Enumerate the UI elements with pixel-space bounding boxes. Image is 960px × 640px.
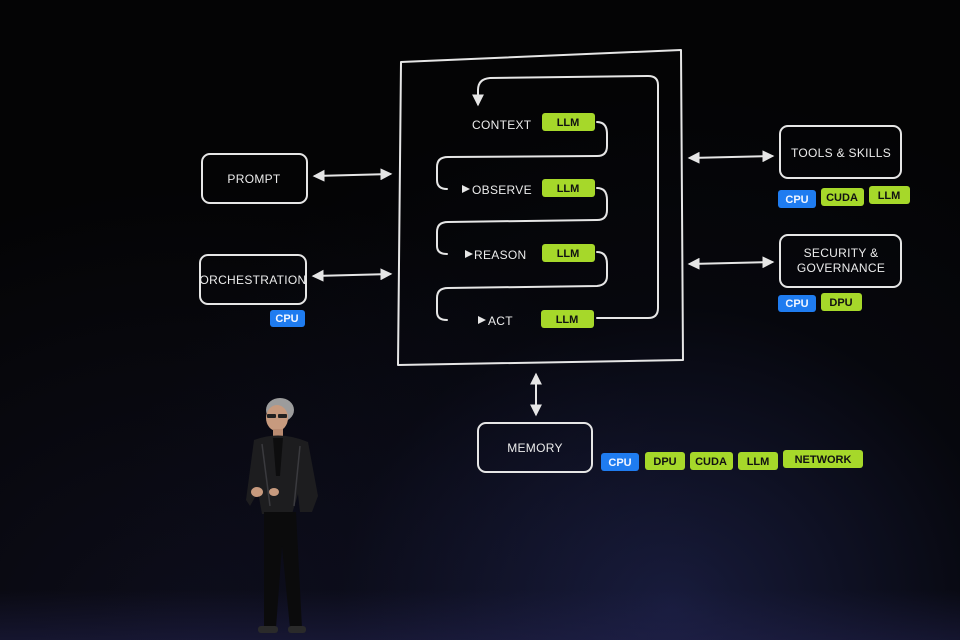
svg-text:LLM: LLM xyxy=(747,456,770,468)
svg-text:LLM: LLM xyxy=(557,117,580,129)
chip-memory-network: NETWORK xyxy=(783,450,863,468)
serpentine-path xyxy=(436,121,608,190)
presenter-figure xyxy=(246,398,318,633)
chip-act-llm: LLM xyxy=(541,310,594,328)
chip-tools-cpu: CPU xyxy=(778,190,816,208)
svg-text:NETWORK: NETWORK xyxy=(795,454,852,466)
svg-text:CPU: CPU xyxy=(275,313,298,325)
svg-text:CPU: CPU xyxy=(608,457,631,469)
security-box xyxy=(779,234,902,288)
tools-label: TOOLS & SKILLS xyxy=(791,146,891,160)
step-act-label: ACT xyxy=(488,314,513,328)
orchestration-box xyxy=(199,254,307,305)
arrowhead-reason xyxy=(465,250,473,258)
security-connector xyxy=(687,256,775,270)
security-label-line2: GOVERNANCE xyxy=(797,261,885,275)
svg-text:LLM: LLM xyxy=(556,314,579,326)
serpentine-path-3 xyxy=(436,251,608,321)
arrowhead-observe xyxy=(462,185,470,193)
central-frame xyxy=(397,49,684,366)
arrowhead-act xyxy=(478,316,486,324)
svg-text:LLM: LLM xyxy=(557,183,580,195)
chip-memory-dpu: DPU xyxy=(645,452,685,470)
serpentine-path-2 xyxy=(436,187,608,255)
svg-text:CUDA: CUDA xyxy=(695,456,727,468)
prompt-label: PROMPT xyxy=(227,172,281,186)
stage-floor xyxy=(0,590,960,640)
memory-label: MEMORY xyxy=(507,441,563,455)
security-label-line1: SECURITY & xyxy=(804,246,879,260)
chip-tools-llm: LLM xyxy=(869,186,910,204)
prompt-connector xyxy=(312,168,393,182)
step-reason-label: REASON xyxy=(474,248,526,262)
svg-text:DPU: DPU xyxy=(653,456,676,468)
tools-connector xyxy=(687,150,775,164)
svg-text:CPU: CPU xyxy=(785,194,808,206)
svg-text:LLM: LLM xyxy=(557,248,580,260)
chip-reason-llm: LLM xyxy=(542,244,595,262)
step-observe-label: OBSERVE xyxy=(472,183,532,197)
prompt-box xyxy=(201,153,308,204)
chip-security-dpu: DPU xyxy=(821,293,862,311)
memory-box xyxy=(477,422,593,473)
chip-memory-llm: LLM xyxy=(738,452,778,470)
svg-text:LLM: LLM xyxy=(878,190,901,202)
chip-orchestration-cpu: CPU xyxy=(270,310,305,327)
svg-text:CUDA: CUDA xyxy=(826,192,858,204)
chip-tools-cuda: CUDA xyxy=(821,188,864,206)
svg-text:DPU: DPU xyxy=(829,297,852,309)
chip-observe-llm: LLM xyxy=(542,179,595,197)
svg-text:CPU: CPU xyxy=(785,298,808,310)
chip-memory-cpu: CPU xyxy=(601,453,639,471)
chip-security-cpu: CPU xyxy=(778,295,816,312)
orchestration-connector xyxy=(311,268,393,282)
step-context-label: CONTEXT xyxy=(472,118,532,132)
chip-context-llm: LLM xyxy=(542,113,595,131)
chip-memory-cuda: CUDA xyxy=(690,452,733,470)
orchestration-label: ORCHESTRATION xyxy=(199,273,306,287)
loop-path xyxy=(472,75,659,319)
tools-box xyxy=(779,125,902,179)
